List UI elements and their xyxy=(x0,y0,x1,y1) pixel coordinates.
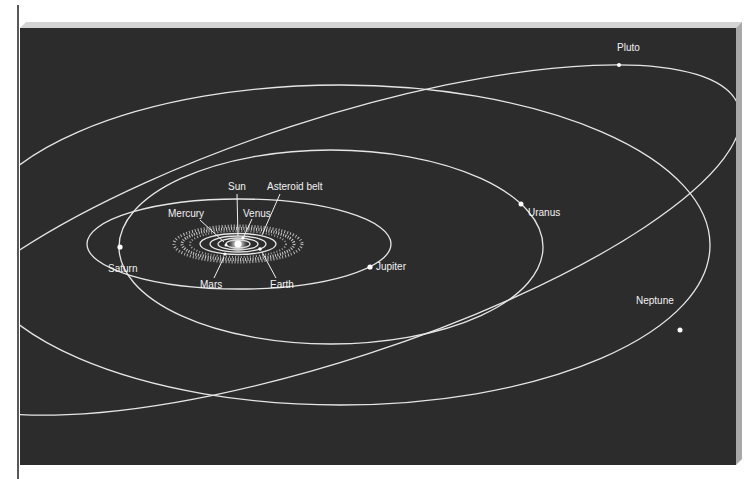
planet-label: Uranus xyxy=(528,207,560,219)
neptune-dot xyxy=(678,328,683,333)
planet-label: Mercury xyxy=(168,208,204,220)
space-panel xyxy=(20,28,736,465)
leader-line xyxy=(244,219,252,236)
saturn-uranus-orbit xyxy=(119,150,543,344)
planet-label: Pluto xyxy=(617,42,640,54)
pluto-orbit xyxy=(20,28,736,465)
leader-line xyxy=(237,194,238,236)
planet-label: Venus xyxy=(243,208,271,220)
panel-bevel-side xyxy=(736,22,742,465)
mercury-dot xyxy=(225,244,228,247)
neptune-orbit xyxy=(20,85,710,405)
sun-disc xyxy=(235,241,242,248)
jupiter-orbit xyxy=(87,199,391,289)
planet-label: Neptune xyxy=(636,295,674,307)
leader-line xyxy=(214,257,224,278)
venus-dot xyxy=(241,236,244,239)
planet-label: Earth xyxy=(270,279,294,291)
saturn-dot xyxy=(117,244,122,249)
sun-glow xyxy=(228,234,248,254)
panel-bevel-top xyxy=(20,22,742,28)
planet-label: Asteroid belt xyxy=(267,181,323,193)
leader-line xyxy=(262,252,276,278)
uranus-dot xyxy=(519,202,524,207)
leader-line xyxy=(200,220,224,242)
planet-label: Mars xyxy=(200,279,222,291)
pluto-dot xyxy=(617,63,621,67)
earth-dot xyxy=(258,247,262,251)
jupiter-dot xyxy=(367,264,372,269)
planet-label: Saturn xyxy=(108,263,137,275)
planet-label: Sun xyxy=(228,181,246,193)
mars-orbit xyxy=(200,234,276,255)
planet-label: Jupiter xyxy=(376,261,406,273)
mars-dot xyxy=(223,252,226,255)
page-edge xyxy=(17,5,19,479)
